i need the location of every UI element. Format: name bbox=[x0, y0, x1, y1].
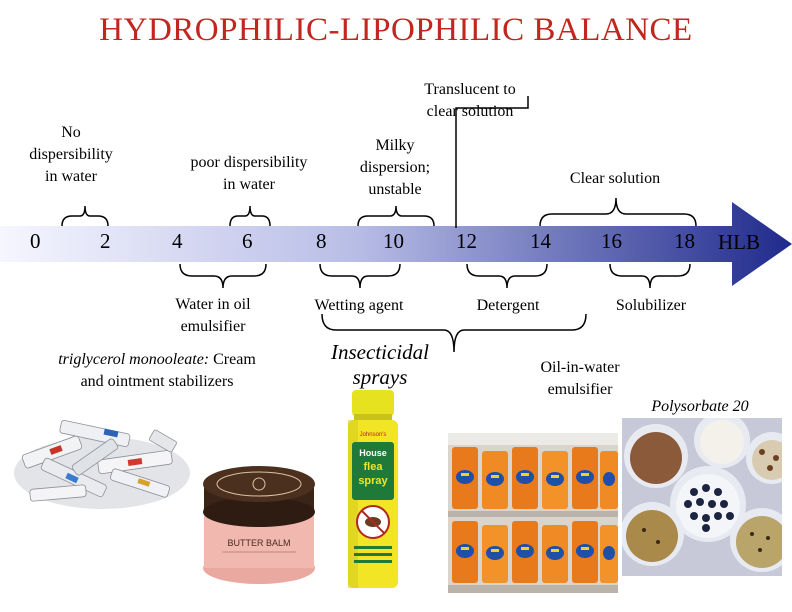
label-insecticidal-sprays: Insecticidal sprays bbox=[331, 340, 429, 389]
flea-spray-can-photo: Johnson's House flea spray bbox=[340, 390, 406, 590]
tick-18: 18 bbox=[674, 229, 695, 253]
label-triglycerol-example: triglycerol monooleate: Cream and ointme… bbox=[58, 351, 256, 390]
brace-detergent bbox=[466, 263, 548, 289]
can-word-spray: spray bbox=[358, 475, 388, 487]
brace-oil-in-water bbox=[321, 313, 587, 353]
ointment-tubes-photo bbox=[10, 405, 192, 513]
tick-4: 4 bbox=[172, 229, 183, 253]
brace-solubilizer bbox=[609, 263, 691, 289]
tick-12: 12 bbox=[456, 229, 477, 253]
can-word-house: House bbox=[359, 448, 387, 458]
brace-no-dispersibility bbox=[61, 205, 109, 227]
can-brand: Johnson's bbox=[360, 432, 387, 438]
butter-balm-jar-photo: BUTTER BALM bbox=[198, 458, 320, 590]
label-water-in-oil: Water in oil emulsifier bbox=[175, 296, 251, 335]
brace-clear-solution bbox=[539, 197, 697, 227]
brace-water-in-oil bbox=[179, 263, 267, 289]
tick-14: 14 bbox=[530, 229, 551, 253]
page-title: HYDROPHILIC-LIPOPHILIC BALANCE bbox=[99, 12, 693, 48]
label-detergent: Detergent bbox=[476, 297, 540, 314]
label-no-dispersibility: No dispersibility in water bbox=[29, 124, 113, 185]
brace-wetting-agent bbox=[319, 263, 401, 289]
label-poor-dispersibility: poor dispersibility in water bbox=[190, 154, 308, 193]
tick-16: 16 bbox=[601, 229, 622, 253]
detergent-shelf-photo bbox=[448, 433, 618, 593]
tick-0: 0 bbox=[30, 229, 41, 253]
tick-2: 2 bbox=[100, 229, 111, 253]
bracket-translucent bbox=[455, 96, 529, 228]
scale-arrow-body bbox=[0, 202, 792, 286]
can-word-flea: flea bbox=[364, 461, 384, 473]
brace-poor-dispersibility bbox=[229, 205, 271, 227]
tick-6: 6 bbox=[242, 229, 253, 253]
label-clear-solution: Clear solution bbox=[569, 170, 661, 187]
label-wetting-agent: Wetting agent bbox=[314, 297, 404, 314]
jar-label: BUTTER BALM bbox=[227, 538, 290, 548]
brace-milky bbox=[357, 205, 435, 227]
tick-10: 10 bbox=[383, 229, 404, 253]
label-polysorbate-20: Polysorbate 20 bbox=[651, 398, 749, 415]
label-milky-dispersion: Milky dispersion; unstable bbox=[359, 137, 431, 198]
label-solubilizer: Solubilizer bbox=[615, 297, 687, 314]
tick-8: 8 bbox=[316, 229, 327, 253]
axis-label-hlb: HLB bbox=[718, 230, 760, 254]
label-oil-in-water: Oil-in-water emulsifier bbox=[540, 359, 620, 398]
powders-dishes-photo bbox=[622, 418, 782, 576]
hlb-scale-arrow bbox=[0, 202, 792, 286]
